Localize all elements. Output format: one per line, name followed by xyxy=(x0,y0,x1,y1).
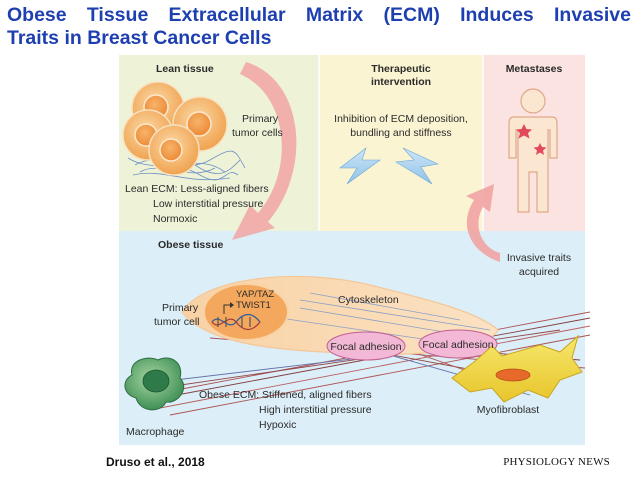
focal-adhesion-1 xyxy=(326,331,406,361)
lean-ecm-line-1: Lean ECM: Less-aligned fibers xyxy=(125,183,269,195)
lightning-left-icon xyxy=(339,147,381,185)
obese-ecm-line-1: Obese ECM: Stiffened, aligned fibers xyxy=(199,389,372,401)
invasive-traits-1: Invasive traits xyxy=(507,252,571,264)
focal-adhesion-2 xyxy=(418,329,498,359)
metastasis-star-1 xyxy=(516,124,532,139)
lean-ecm-line-3: Normoxic xyxy=(153,213,197,225)
citation: Druso et al., 2018 xyxy=(106,455,205,469)
therapeutic-text-2: bundling and stiffness xyxy=(350,127,451,139)
metastasis-star-2 xyxy=(533,143,547,155)
cytoskeleton-label: Cytoskeleton xyxy=(338,294,399,306)
lean-cell-label-1: Primary xyxy=(242,113,279,125)
publisher-logo-text: PHYSIOLOGY NEWS xyxy=(503,456,610,468)
obese-primary-1: Primary xyxy=(162,302,199,314)
obese-heading: Obese tissue xyxy=(158,239,224,251)
therapeutic-heading-2: intervention xyxy=(371,76,431,88)
therapeutic-text-1: Inhibition of ECM deposition, xyxy=(334,113,468,125)
primary-tumor-cells xyxy=(122,81,228,176)
lean-ecm-line-2: Low interstitial pressure xyxy=(153,198,263,210)
invasive-traits-2: acquired xyxy=(519,266,559,278)
yap-taz-label: YAP/TAZ xyxy=(236,289,274,300)
human-body-icon xyxy=(508,88,558,213)
lean-heading: Lean tissue xyxy=(156,63,214,75)
myofibroblast-label: Myofibroblast xyxy=(477,404,540,416)
lightning-right-icon xyxy=(395,147,440,185)
macrophage-label: Macrophage xyxy=(126,426,185,438)
obese-ecm-line-3: Hypoxic xyxy=(259,419,296,431)
dna-helix-icon xyxy=(211,313,261,331)
lean-cell-label-2: tumor cells xyxy=(232,127,283,139)
progression-arrow xyxy=(232,62,297,240)
metastases-heading: Metastases xyxy=(506,63,563,75)
twist1-label: TWIST1 xyxy=(236,300,271,311)
focal-adhesion-label-2: Focal adhesion xyxy=(422,339,493,351)
title-line-1: Obese Tissue Extracellular Matrix (ECM) … xyxy=(7,4,631,26)
therapeutic-heading-1: Therapeutic xyxy=(371,63,431,75)
metastasis-arrow xyxy=(466,184,500,262)
title-line-2: Traits in Breast Cancer Cells xyxy=(7,27,272,49)
tumor-nucleus xyxy=(203,283,289,341)
therapeutic-panel xyxy=(319,55,483,231)
obese-primary-2: tumor cell xyxy=(154,316,200,328)
page-title: Obese Tissue Extracellular Matrix (ECM) … xyxy=(7,4,631,50)
transcription-arrow-icon xyxy=(223,304,232,314)
obese-ecm-line-2: High interstitial pressure xyxy=(259,404,372,416)
focal-adhesion-label-1: Focal adhesion xyxy=(330,341,401,353)
